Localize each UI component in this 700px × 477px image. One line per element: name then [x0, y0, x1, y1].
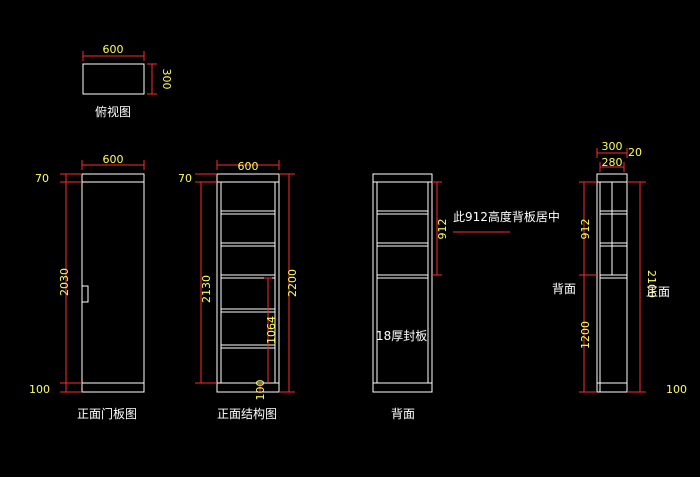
side-view: 300 280 20 912 1200 2100 100 背面 正面: [552, 140, 687, 396]
structure-width-dim: 600: [238, 160, 259, 173]
door-width-dim: 600: [103, 153, 124, 166]
inner-depth-dim: 280: [602, 156, 623, 169]
door-handle: [81, 285, 89, 303]
front-structure-view: 600 70 2130 2200 1064 100 正面结构图: [178, 160, 299, 421]
door-outline: [81, 173, 145, 393]
side-back-label: 背面: [552, 282, 576, 296]
door-bottom-offset: 100: [29, 383, 50, 396]
top-width-dim: 600: [103, 43, 124, 56]
side-total-dim: 2100: [645, 270, 658, 298]
top-view-outline: [82, 63, 145, 95]
outer-depth-dim: 300: [602, 140, 623, 153]
top-depth-dim: 300: [160, 69, 173, 90]
back-outline: [372, 173, 433, 393]
structure-top-offset: 70: [178, 172, 192, 185]
back-gap-dim: 20: [628, 146, 642, 159]
back-upper-dim: 912: [436, 219, 449, 240]
front-door-view: 600 70 2030 100 正面门板图: [29, 153, 145, 421]
back-view: 912 此912高度背板居中 18厚封板 背面: [372, 173, 560, 421]
side-bottom-offset: 100: [666, 383, 687, 396]
lower-compartment-dim: 1064: [265, 316, 278, 344]
side-outline: [596, 173, 628, 393]
total-height-dim: 2200: [286, 269, 299, 297]
door-height-dim: 2030: [58, 268, 71, 296]
front-door-label: 正面门板图: [77, 406, 137, 421]
side-front-label: 正面: [646, 285, 670, 299]
plinth-dim: 100: [254, 380, 267, 401]
top-view: 600 300 俯视图: [82, 43, 173, 119]
back-view-label: 背面: [391, 407, 415, 421]
top-view-label: 俯视图: [95, 104, 131, 119]
inner-height-dim: 2130: [200, 275, 213, 303]
door-top-offset: 70: [35, 172, 49, 185]
panel-note: 18厚封板: [376, 329, 427, 343]
structure-outline: [216, 173, 280, 393]
back-note: 此912高度背板居中: [453, 209, 560, 224]
side-upper-dim: 912: [579, 219, 592, 240]
side-lower-dim: 1200: [579, 321, 592, 349]
front-structure-label: 正面结构图: [217, 406, 277, 421]
